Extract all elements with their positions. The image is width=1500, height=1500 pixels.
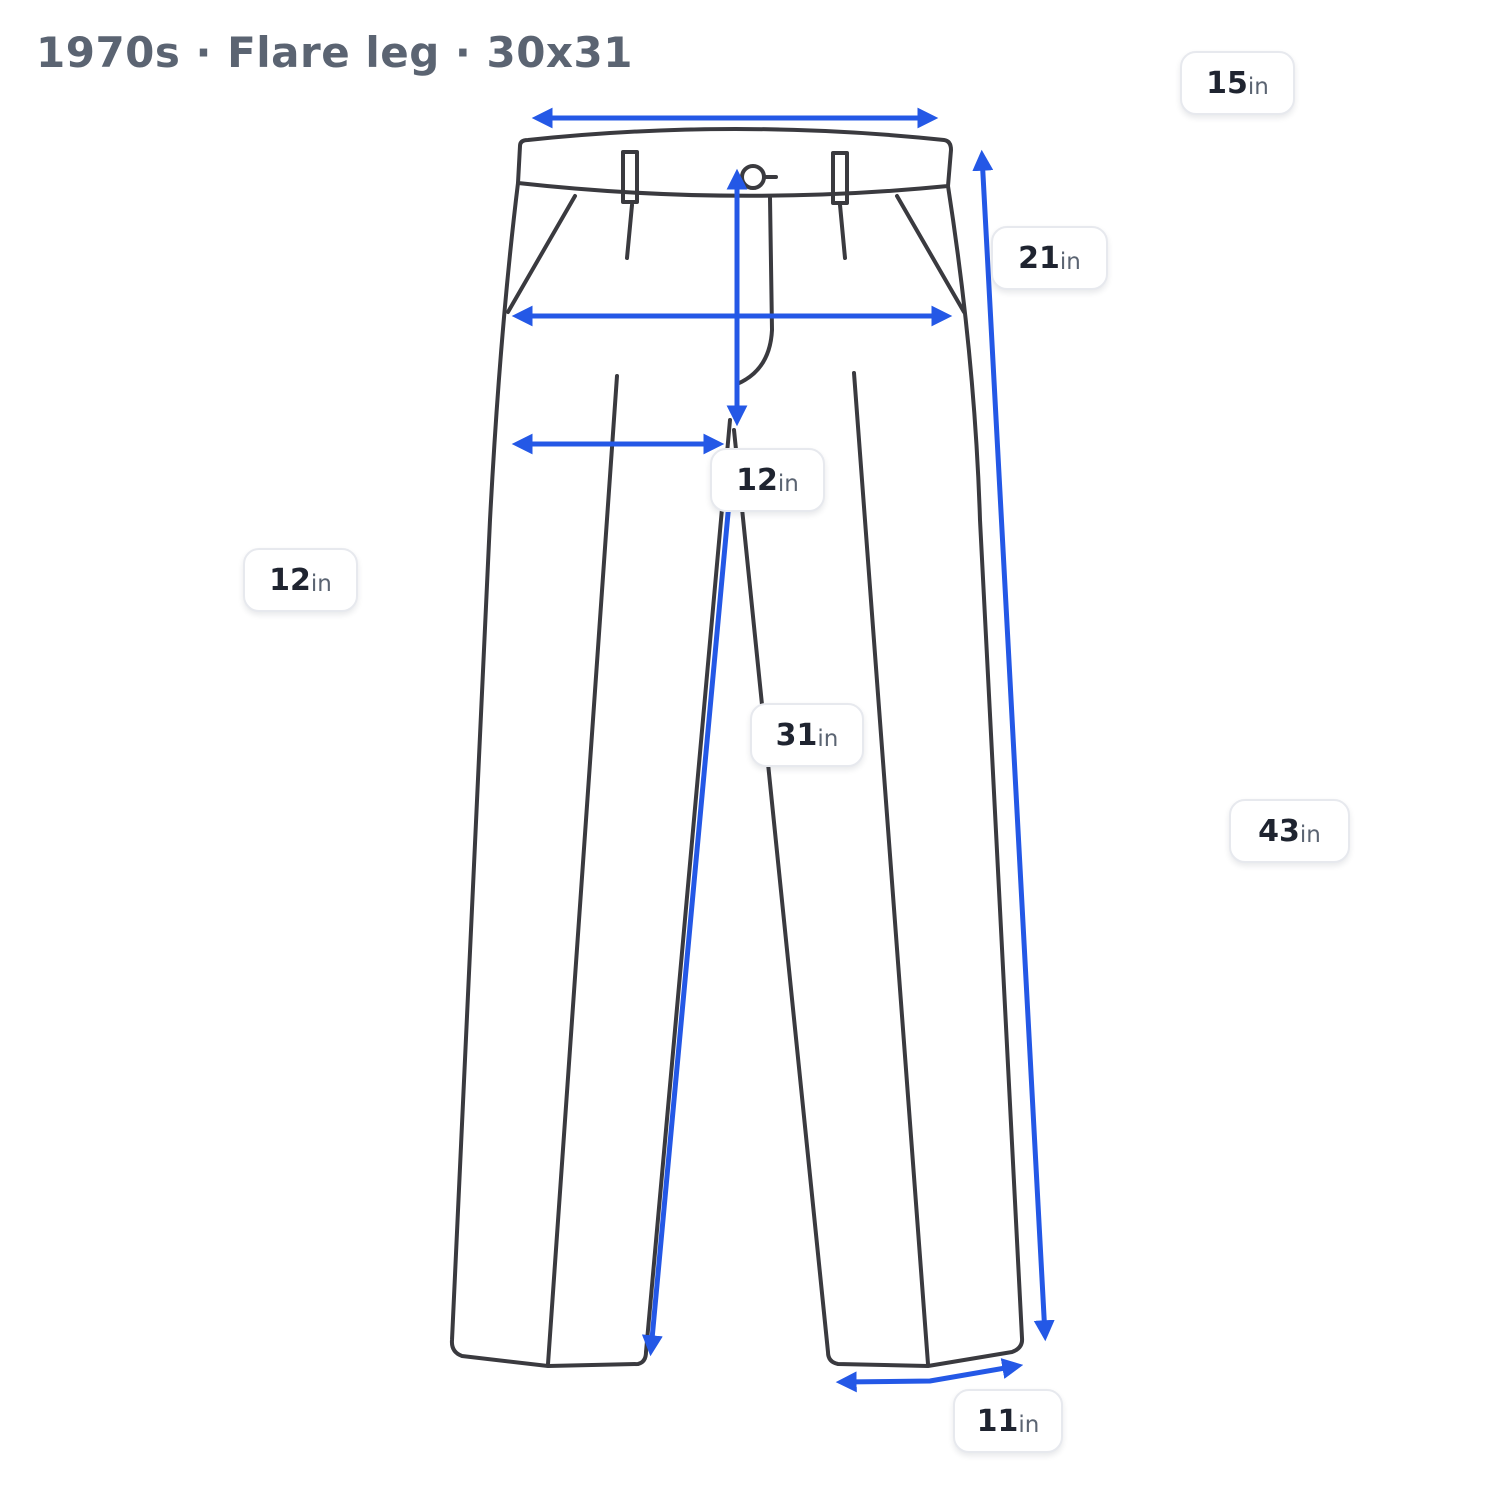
outseam-arrow (972, 149, 1055, 1342)
right-leg-outer (732, 184, 1025, 1368)
waist-button (740, 164, 766, 190)
outseam-value: 43 (1258, 813, 1300, 849)
leg-opening-arrow (835, 1358, 1024, 1393)
leg-opening-value: 11 (976, 1403, 1019, 1439)
pocket-right (895, 194, 966, 314)
outseam-unit: in (1299, 822, 1321, 848)
thigh-unit: in (310, 571, 332, 597)
hip-value: 12 (736, 462, 778, 498)
front-rise-unit: in (1059, 249, 1081, 275)
crease-right (852, 371, 930, 1366)
left-leg-outer (449, 181, 732, 1368)
page-title: 1970s · Flare leg · 30x31 (36, 28, 633, 77)
belt-loop-right (831, 151, 849, 205)
belt-loop-left (621, 150, 639, 204)
waist-value: 15 (1206, 65, 1248, 101)
hip-unit: in (777, 471, 799, 497)
inseam-unit: in (817, 726, 839, 752)
pleat-left (625, 203, 634, 260)
pocket-left (506, 194, 577, 314)
inseam-arrow (641, 463, 742, 1357)
fly (735, 196, 774, 386)
leg-opening-unit: in (1018, 1412, 1040, 1438)
waist-unit: in (1247, 74, 1269, 100)
front-rise-value: 21 (1018, 240, 1060, 276)
inseam-value: 31 (775, 717, 818, 753)
thigh-value: 12 (269, 562, 311, 598)
waistband (516, 127, 953, 198)
pleat-right (838, 203, 847, 260)
crease-left (546, 374, 619, 1366)
